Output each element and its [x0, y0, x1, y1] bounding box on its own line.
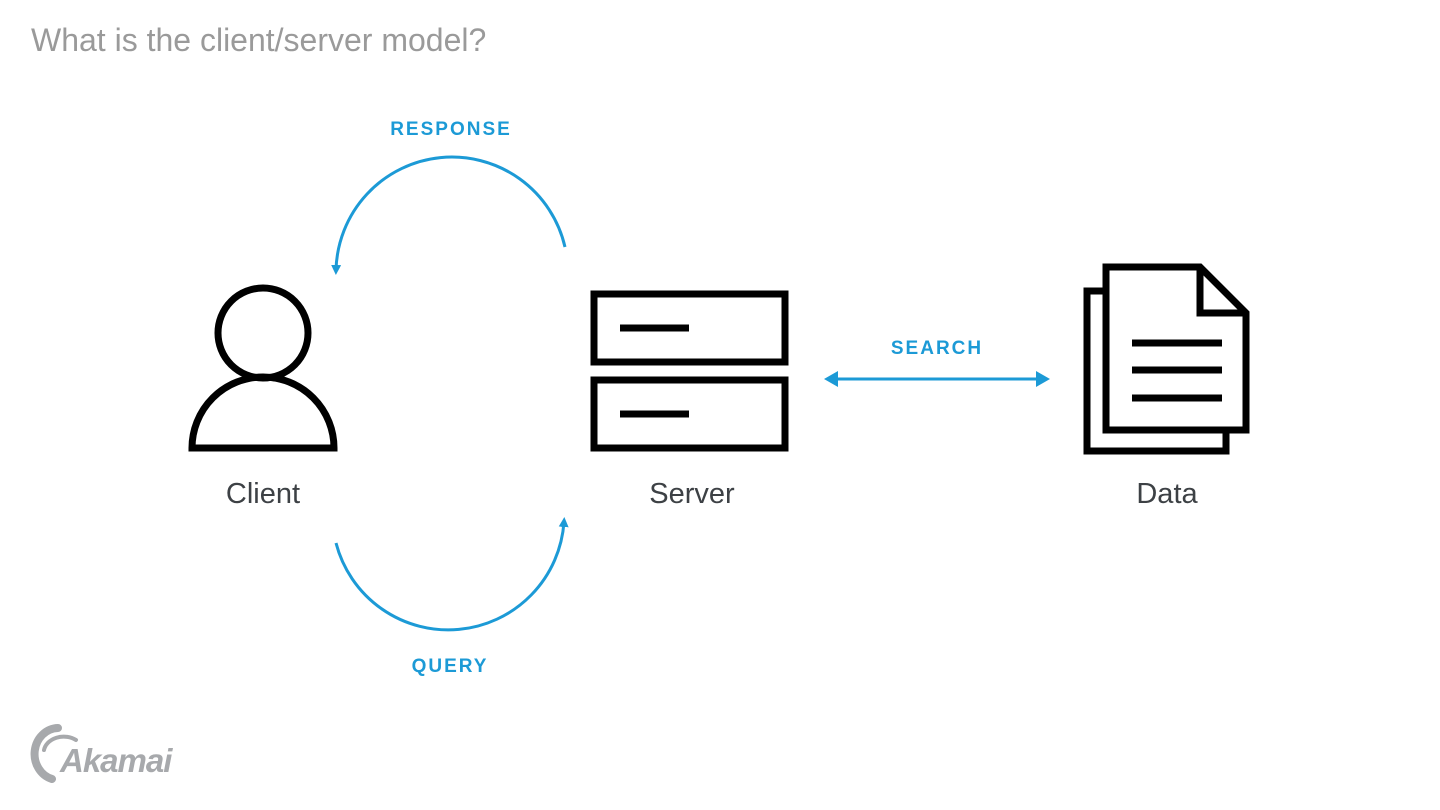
user-icon	[188, 284, 338, 452]
client-label: Client	[225, 478, 301, 510]
akamai-logo-icon	[30, 724, 78, 783]
response-arrow	[331, 155, 567, 275]
akamai-logo-text: Akamai	[60, 742, 172, 779]
query-label: QUERY	[411, 656, 489, 677]
server-label: Server	[649, 478, 735, 510]
search-label: SEARCH	[890, 338, 984, 359]
server-icon	[590, 290, 789, 452]
page-title: What is the client/server model?	[31, 22, 487, 58]
query-arrow	[334, 517, 569, 632]
documents-icon	[1083, 263, 1250, 455]
response-label: RESPONSE	[390, 119, 512, 140]
data-label: Data	[1136, 478, 1198, 510]
search-arrow	[824, 371, 1050, 387]
